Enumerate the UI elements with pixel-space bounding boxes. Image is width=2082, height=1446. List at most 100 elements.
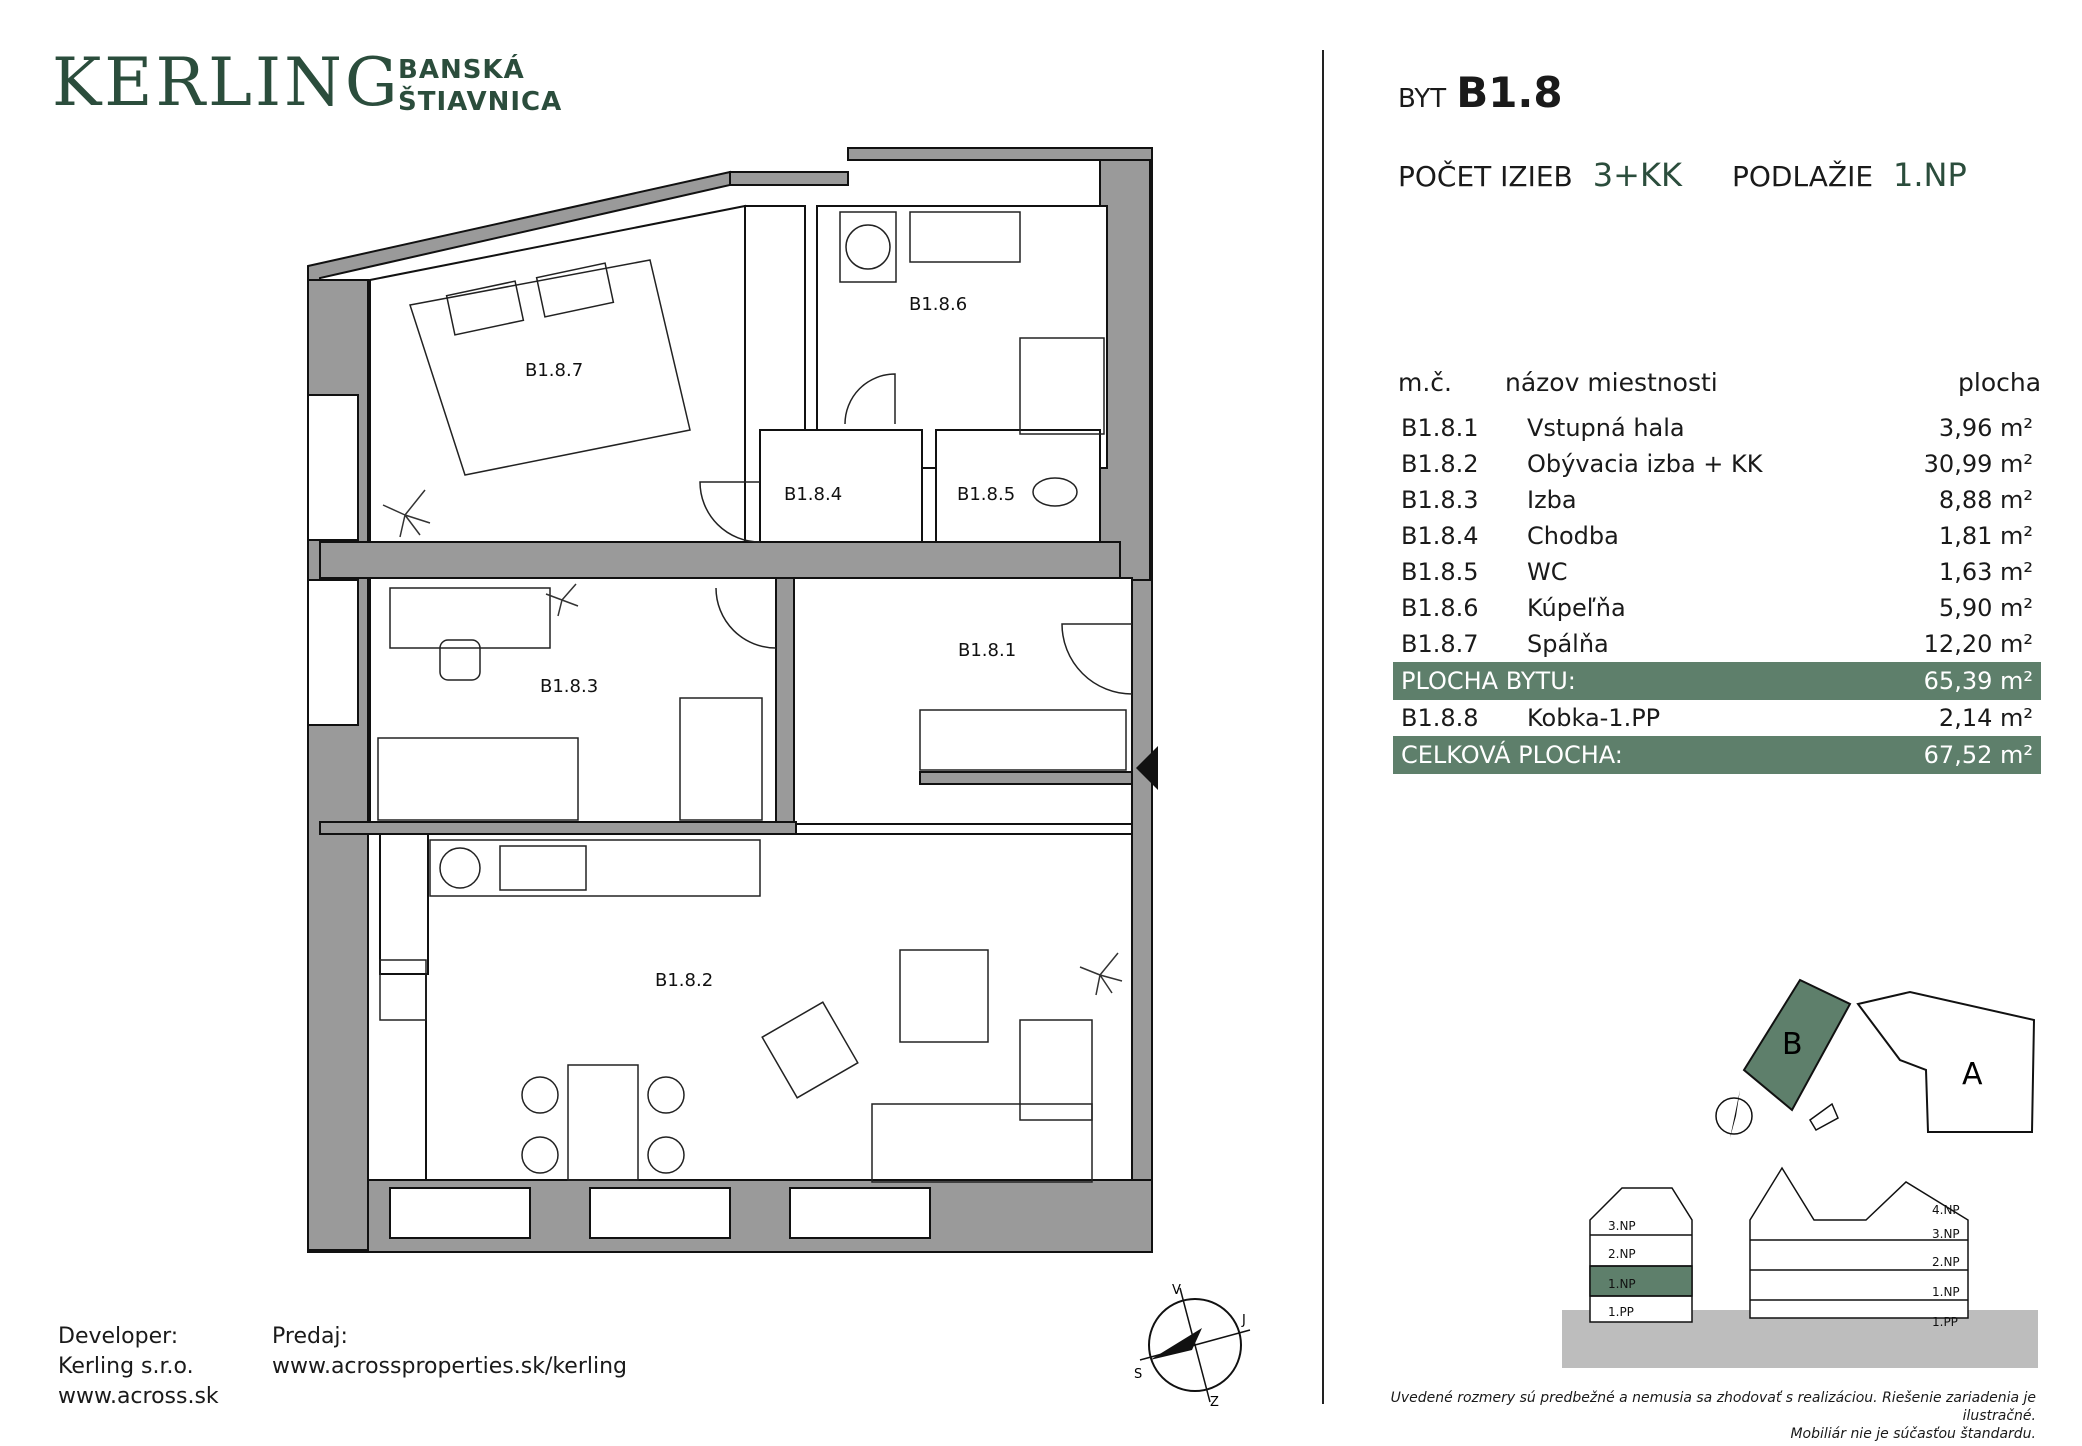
building-left xyxy=(1589,1187,1693,1323)
sofa xyxy=(871,1103,1093,1183)
sale-web[interactable]: www.acrossproperties.sk/kerling xyxy=(272,1354,628,1379)
developer-web[interactable]: www.across.sk xyxy=(58,1384,219,1409)
door-spalna xyxy=(699,481,761,543)
sale-label: Predaj: xyxy=(272,1324,348,1349)
compass-rose: V S J Z xyxy=(1134,1283,1251,1410)
kitchen-sink xyxy=(499,845,587,891)
table-row: B1.8.2 Obývacia izba + KK 30,99 m² xyxy=(1393,446,2041,482)
entrance-arrow-icon xyxy=(1136,746,1158,790)
room-izba xyxy=(369,577,777,823)
block-b xyxy=(1742,978,1852,1112)
row-area: 12,20 m² xyxy=(1923,630,2033,658)
dining-chair-1 xyxy=(521,1076,559,1114)
window-living-2 xyxy=(589,1187,731,1239)
room-wc xyxy=(935,429,1101,543)
developer-label: Developer: xyxy=(58,1324,179,1349)
developer-name: Kerling s.r.o. xyxy=(58,1354,194,1379)
floor-label: PODLAŽIE xyxy=(1732,160,1874,193)
block-b-stair xyxy=(1809,1102,1839,1132)
dining-table xyxy=(567,1064,639,1181)
plan-label-r3: B1.8.3 xyxy=(540,676,598,697)
room-obyvacia xyxy=(425,833,1133,1181)
site-compass-circle xyxy=(1715,1097,1753,1135)
subtotal-label: PLOCHA BYTU: xyxy=(1393,662,1868,700)
brand-location-line2: ŠTIAVNICA xyxy=(398,87,563,117)
compass-needle-icon xyxy=(1150,1328,1202,1360)
row-id: B1.8.3 xyxy=(1401,486,1479,514)
row-name: Kúpeľňa xyxy=(1527,594,1626,622)
kitchen-side xyxy=(379,833,429,975)
washer-drum xyxy=(845,224,891,270)
brand-location-line1: BANSKÁ xyxy=(398,55,525,85)
dining-chair-2 xyxy=(521,1136,559,1174)
plan-label-r6: B1.8.6 xyxy=(909,294,967,315)
floor-right-1: 4.NP xyxy=(1932,1203,1960,1217)
building-section: 3.NP 2.NP 1.NP 1.PP 4.NP 3.NP 2.NP 1.NP … xyxy=(1562,1166,2038,1368)
wall-top-mid xyxy=(729,171,849,186)
total-area: 67,52 m² xyxy=(1867,736,2041,774)
row-name: Obývacia izba + KK xyxy=(1527,450,1763,478)
row-area: 30,99 m² xyxy=(1923,450,2033,478)
window-living-1 xyxy=(389,1187,531,1239)
row-id: B1.8.4 xyxy=(1401,522,1479,550)
subtotal-row: PLOCHA BYTU:65,39 m² xyxy=(1393,662,2041,700)
floor-right-2: 3.NP xyxy=(1932,1227,1960,1241)
wall-middle xyxy=(319,541,1121,579)
plan-label-r7: B1.8.7 xyxy=(525,360,583,381)
row-name: Vstupná hala xyxy=(1527,414,1685,442)
row-area: 8,88 m² xyxy=(1938,486,2033,514)
plan-label-r5: B1.8.5 xyxy=(957,484,1015,505)
wall-izba-bottom xyxy=(319,821,797,835)
disclaimer-line2: Mobiliár nie je súčasťou štandardu. xyxy=(1790,1426,2036,1442)
block-b-label: B xyxy=(1782,1027,1803,1062)
shower-tray xyxy=(1019,337,1105,435)
floor-plan: B1.8.7 B1.8.6 B1.8.4 B1.8.5 B1.8.3 B1.8.… xyxy=(307,147,1158,1253)
door-kupelna xyxy=(844,373,896,425)
compass-v: V xyxy=(1172,1283,1181,1298)
col-header-name: názov miestnosti xyxy=(1505,368,1718,397)
floor-left-2: 2.NP xyxy=(1608,1247,1636,1261)
sofa-chaise xyxy=(1019,1019,1093,1121)
floor-highlight xyxy=(1589,1265,1693,1297)
floor-value: 1.NP xyxy=(1893,156,1967,194)
floor-left-4: 1.PP xyxy=(1608,1305,1634,1319)
row-area: 3,96 m² xyxy=(1938,414,2033,442)
wall-izba-right xyxy=(775,577,795,829)
desk-izba xyxy=(389,587,551,649)
block-a-label: A xyxy=(1962,1057,1983,1092)
row-id: B1.8.7 xyxy=(1401,630,1479,658)
developer-info: Developer: Kerling s.r.o. www.across.sk xyxy=(58,1322,219,1412)
unit-code: B1.8 xyxy=(1456,68,1563,117)
rooms-label: POČET IZIEB xyxy=(1398,160,1573,193)
kitchen-oven xyxy=(379,959,427,1021)
compass-circle xyxy=(1148,1298,1242,1392)
compass-j: J xyxy=(1241,1313,1246,1328)
brand-location: BANSKÁ ŠTIAVNICA xyxy=(398,54,562,118)
room-chodba xyxy=(759,429,923,543)
bed-spalna xyxy=(409,259,691,476)
floor-left-3: 1.NP xyxy=(1608,1277,1636,1291)
col-header-area: plocha xyxy=(1958,368,2042,397)
row-area: 5,90 m² xyxy=(1938,594,2033,622)
row-id: B1.8.2 xyxy=(1401,450,1479,478)
col-header-id: m.č. xyxy=(1398,368,1452,397)
wardrobe-hall xyxy=(919,709,1127,771)
total-row: CELKOVÁ PLOCHA:67,52 m² xyxy=(1393,736,2041,774)
row-id: B1.8.8 xyxy=(1401,704,1479,732)
subtotal-area: 65,39 m² xyxy=(1867,662,2041,700)
room-kupelna xyxy=(816,205,1108,469)
row-area: 1,81 m² xyxy=(1938,522,2033,550)
door-entrance xyxy=(1061,623,1133,695)
row-name: Kobka-1.PP xyxy=(1527,704,1661,732)
sale-info: Predaj: www.acrossproperties.sk/kerling xyxy=(272,1322,627,1382)
chair-izba xyxy=(439,639,481,681)
floor-right-5: 1.PP xyxy=(1932,1315,1958,1329)
dining-chair-4 xyxy=(647,1136,685,1174)
row-id: B1.8.5 xyxy=(1401,558,1479,586)
total-label: CELKOVÁ PLOCHA: xyxy=(1393,736,1868,774)
armchair xyxy=(761,1001,859,1099)
